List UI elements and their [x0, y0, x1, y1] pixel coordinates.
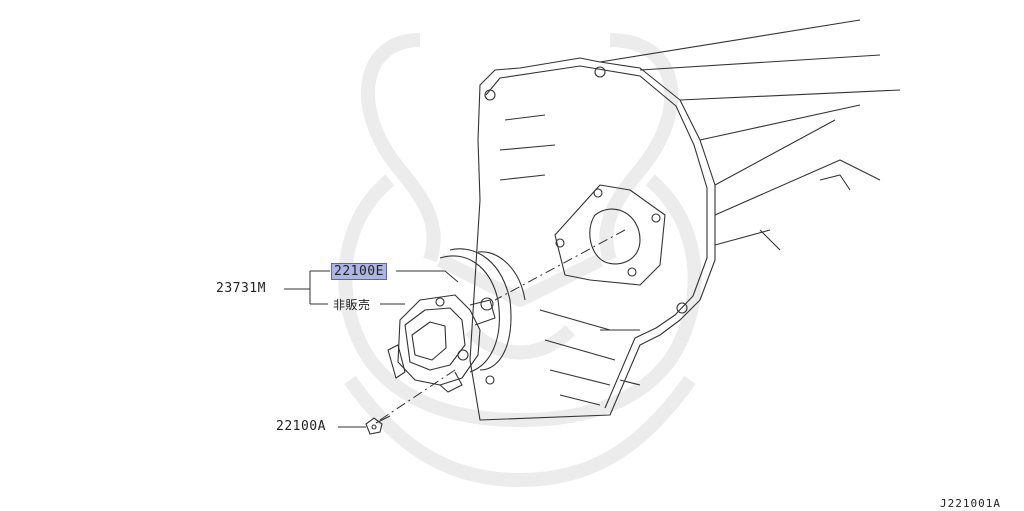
cam-sensor — [387, 294, 496, 393]
label-not-sold: 非販売 — [333, 298, 371, 312]
leader-lines — [284, 270, 459, 428]
bolt-22100a — [365, 415, 391, 435]
label-22100e-highlighted[interactable]: 22100E — [331, 263, 387, 280]
watermark-logo — [338, 33, 702, 487]
diagram-code: J221001A — [940, 497, 1001, 510]
label-23731m[interactable]: 23731M — [216, 281, 266, 296]
center-line — [379, 229, 626, 421]
engine-block — [439, 19, 901, 421]
label-22100a[interactable]: 22100A — [276, 419, 326, 434]
